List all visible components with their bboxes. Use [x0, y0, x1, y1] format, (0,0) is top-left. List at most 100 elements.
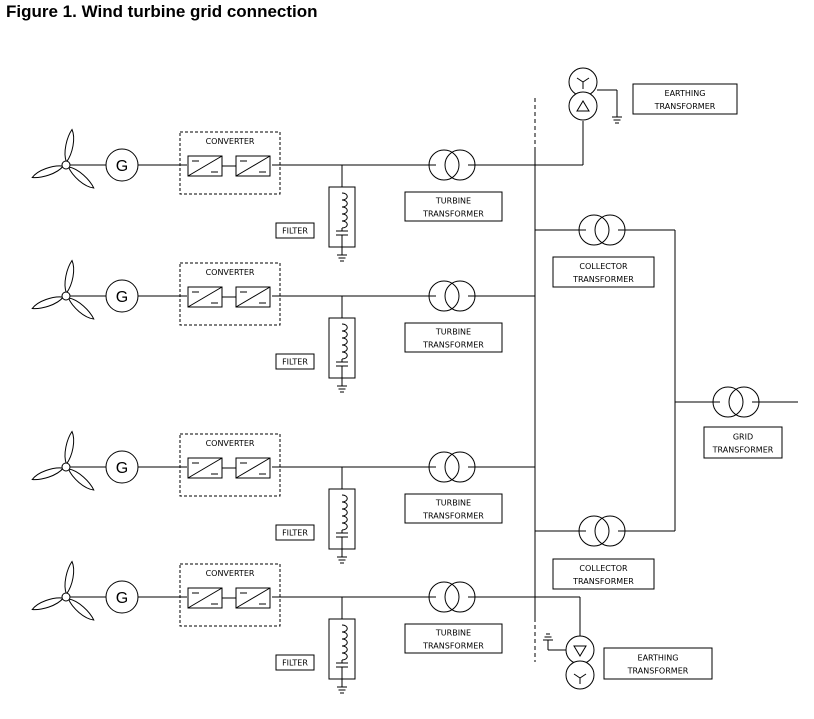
rectifier-diagonal	[187, 286, 223, 308]
grid-transformer-label-text-1: GRID	[733, 433, 753, 442]
converter-label: CONVERTER	[206, 439, 255, 448]
converter-icon: CONVERTER	[179, 433, 281, 497]
rectifier-diagonal	[187, 155, 223, 177]
turbine-blade-1	[64, 560, 75, 596]
turbine-blade-3	[31, 165, 65, 179]
delta-symbol	[573, 645, 587, 657]
turbine-transformer-label-text-1: TURBINE	[435, 197, 471, 206]
ground-icon	[337, 254, 347, 262]
turbine-hub	[61, 291, 71, 301]
figure-title: Figure 1. Wind turbine grid connection	[6, 2, 318, 21]
wind-turbine-icon	[31, 128, 95, 189]
filter-inductor-icon	[341, 494, 348, 531]
transformer-winding-1	[428, 581, 460, 613]
converter-icon: CONVERTER	[179, 131, 281, 195]
filter-label-text: FILTER	[282, 529, 308, 538]
filter-inductor-icon	[341, 624, 348, 661]
collector-transformer-label-text-1: COLLECTOR	[579, 262, 628, 271]
earthing-transformer-label-top-text-1: EARTHING	[665, 89, 706, 98]
converter-label: CONVERTER	[206, 268, 255, 277]
wind-turbine-icon	[31, 259, 95, 320]
transformer-winding-1	[712, 386, 744, 418]
wind-turbine-icon	[31, 430, 95, 491]
grid-transformer-label-text-2: TRANSFORMER	[712, 446, 774, 455]
earthing-transformer-label-bottom-text-2: TRANSFORMER	[627, 667, 689, 676]
converter-dashed-box	[179, 262, 281, 326]
filter-label-box	[275, 654, 315, 671]
generator-symbol: G	[116, 460, 128, 477]
earthing-transformer-bottom: EARTHING TRANSFORMER	[535, 596, 713, 690]
generator-symbol: G	[116, 158, 128, 175]
turbine-transformer-label-text-1: TURBINE	[435, 499, 471, 508]
filter-label: FILTER	[275, 654, 315, 671]
filter-inductor-icon	[341, 323, 348, 360]
grid-transformer-label: GRID TRANSFORMER	[703, 426, 783, 459]
turbine-transformer-label-text-1: TURBINE	[435, 629, 471, 638]
earthing-winding-upper	[565, 635, 595, 665]
transformer-winding-1	[428, 149, 460, 181]
generator-icon: G	[105, 279, 139, 313]
turbine-blade-2	[67, 166, 95, 189]
earthing-transformer-label-top: EARTHING TRANSFORMER	[632, 83, 738, 115]
turbine-transformer-label-text-2: TRANSFORMER	[422, 512, 484, 521]
filter-label-text: FILTER	[282, 659, 308, 668]
earthing-transformer-label-bottom: EARTHING TRANSFORMER	[603, 647, 713, 680]
filter-label: FILTER	[275, 222, 315, 239]
collector-transformer-1: COLLECTOR TRANSFORMER	[535, 214, 675, 288]
inverter-diagonal	[235, 286, 271, 308]
turbine-transformer-label-box	[404, 623, 503, 654]
converter-dashed-box	[179, 131, 281, 195]
wye-leg-2	[573, 673, 581, 679]
earthing-transformer-label-top-text-2: TRANSFORMER	[654, 102, 716, 111]
collector-transformer-label-box	[552, 256, 655, 288]
turbine-blade-1	[64, 128, 75, 164]
filter-label: FILTER	[275, 353, 315, 370]
earthing-transformer-label-top-box	[632, 83, 738, 115]
ground-icon	[337, 686, 347, 694]
filter-label-box	[275, 222, 315, 239]
turbine-branch-3: G CONVERTER FILTER TURBINE TRANSFORMER	[31, 430, 535, 564]
generator-symbol: G	[116, 289, 128, 306]
transformer-winding-1	[428, 280, 460, 312]
turbine-hub	[61, 160, 71, 170]
ground-icon	[337, 385, 347, 393]
rectifier-diagonal	[187, 457, 223, 479]
collector-transformer-label: COLLECTOR TRANSFORMER	[552, 256, 655, 288]
filter-icon	[328, 467, 356, 564]
inverter-diagonal	[235, 587, 271, 609]
turbine-transformer-label-box	[404, 191, 503, 222]
collector-transformer-label-text-2: TRANSFORMER	[572, 275, 634, 284]
turbine-blade-3	[31, 296, 65, 310]
filter-label-box	[275, 524, 315, 541]
filter-capacitor-icon	[336, 361, 348, 367]
ground-icon	[337, 556, 347, 564]
generator-icon: G	[105, 580, 139, 614]
generator-symbol: G	[116, 590, 128, 607]
turbine-transformer-label-box	[404, 493, 503, 524]
inverter-diagonal	[235, 457, 271, 479]
earthing-transformer-top: EARTHING TRANSFORMER	[535, 67, 738, 166]
rectifier-diagonal	[187, 587, 223, 609]
converter-dashed-box	[179, 563, 281, 627]
filter-label-box	[275, 353, 315, 370]
filter-label: FILTER	[275, 524, 315, 541]
converter-label: CONVERTER	[206, 137, 255, 146]
turbine-transformer-label: TURBINE TRANSFORMER	[404, 493, 503, 524]
wind-turbine-icon	[31, 560, 95, 621]
earthing-transformer-label-bottom-text-1: EARTHING	[638, 654, 679, 663]
transformer-winding-1	[578, 214, 610, 246]
wye-leg-3	[582, 77, 590, 83]
turbine-blade-1	[64, 259, 75, 295]
earthing-winding-lower	[568, 91, 598, 121]
delta-symbol	[576, 100, 590, 112]
ground-icon	[612, 116, 622, 124]
converter-label: CONVERTER	[206, 569, 255, 578]
filter-capacitor-icon	[336, 230, 348, 236]
filter-icon	[328, 296, 356, 393]
